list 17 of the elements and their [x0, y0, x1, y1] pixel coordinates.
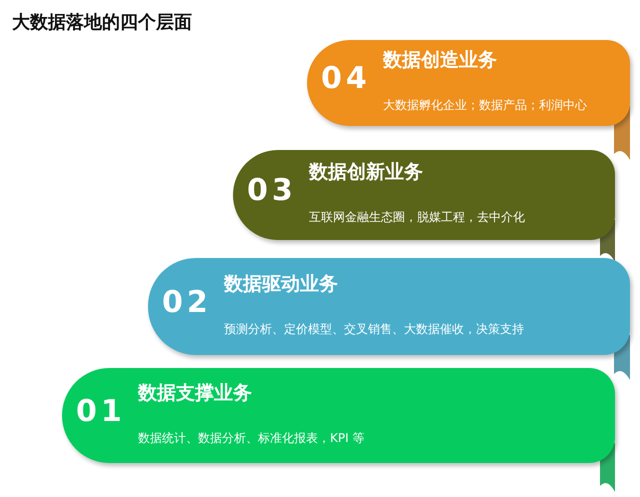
band-heading: 数据驱动业务: [224, 272, 338, 296]
ribbon-band: [233, 150, 615, 240]
band-heading: 数据创造业务: [383, 48, 497, 73]
band-heading: 数据创新业务: [309, 160, 423, 185]
step-number: 01: [76, 394, 126, 428]
band-heading: 数据支撑业务: [138, 380, 252, 406]
band-description: 大数据孵化企业；数据产品；利润中心: [383, 97, 587, 114]
step-number: 02: [162, 284, 212, 320]
ribbon-band: [62, 368, 615, 463]
step-number: 03: [247, 173, 297, 208]
ribbon-band: [307, 40, 630, 126]
step-number: 04: [321, 61, 371, 96]
title: 大数据落地的四个层面: [12, 11, 192, 34]
band-description: 数据统计、数据分析、标准化报表，KPI 等: [138, 430, 364, 446]
band-description: 预测分析、定价模型、交叉销售、大数据催收，决策支持: [224, 320, 524, 338]
band-description: 互联网金融生态圈，脱媒工程，去中介化: [309, 209, 525, 226]
ribbon-band: [148, 258, 630, 355]
